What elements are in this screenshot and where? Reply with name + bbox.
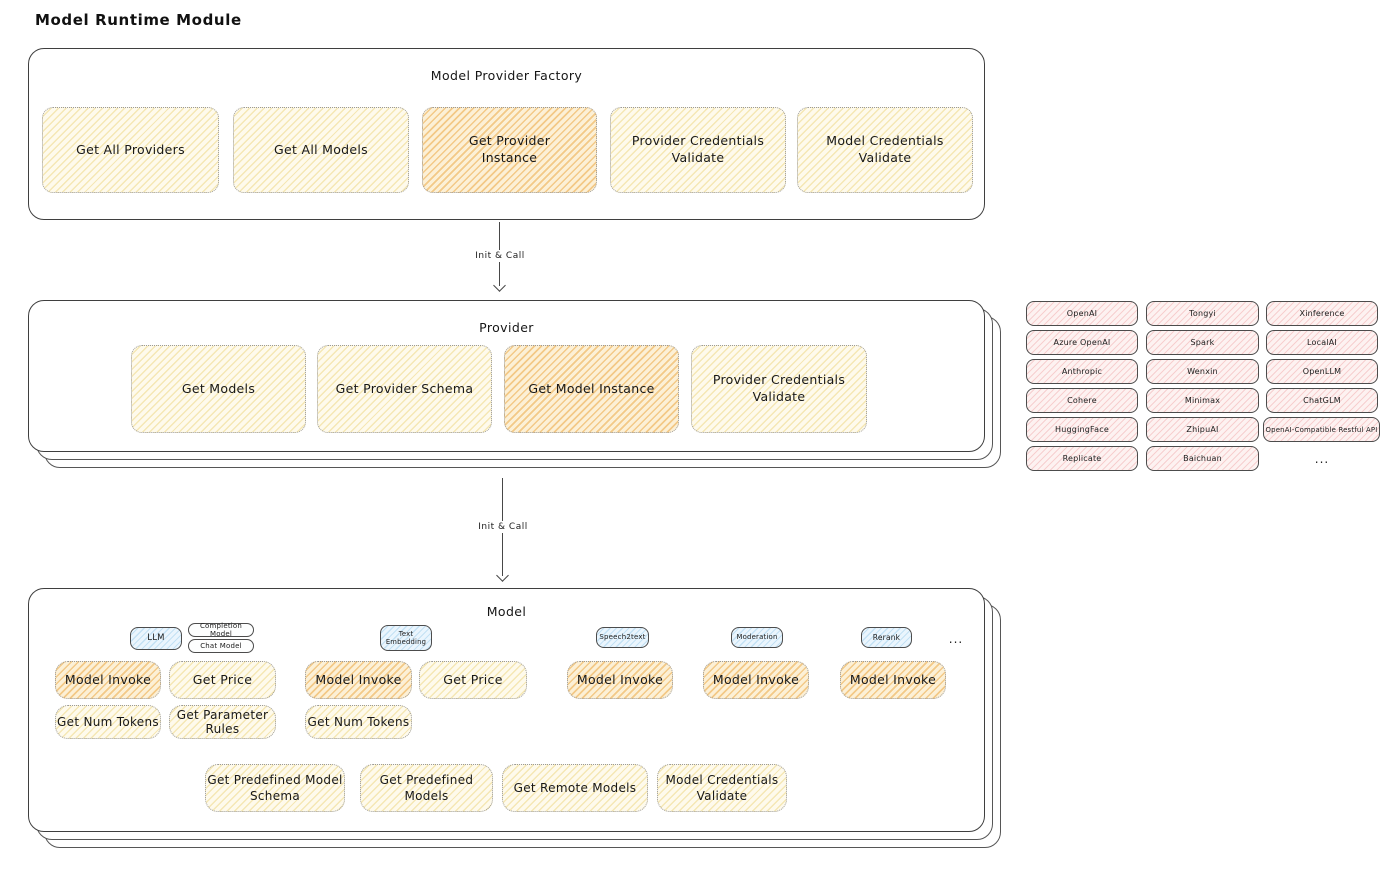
provider-item-zhipuai: ZhipuAI [1146,417,1259,442]
provider-box-provider-credentials-validate: Provider Credentials Validate [691,345,867,433]
provider-item-more: ... [1314,451,1330,466]
provider-box-get-model-instance: Get Model Instance [504,345,679,433]
arrow-label-init-call-1: Init & Call [470,250,530,262]
model-llm-get-price: Get Price [169,661,276,699]
provider-title: Provider [479,320,534,335]
arrow-label-init-call-2: Init & Call [473,521,533,533]
provider-item-replicate: Replicate [1026,446,1138,471]
model-moderation-invoke: Model Invoke [703,661,809,699]
provider-item-azure-openai: Azure OpenAI [1026,330,1138,355]
model-tag-rerank: Rerank [861,627,912,648]
provider-item-cohere: Cohere [1026,388,1138,413]
provider-item-huggingface: HuggingFace [1026,417,1138,442]
model-tag-speech2text: Speech2text [596,627,649,648]
model-text-embedding-get-num-tokens: Get Num Tokens [305,705,412,739]
model-title: Model [486,604,527,619]
model-llm-get-parameter-rules: Get Parameter Rules [169,705,276,739]
provider-item-minimax: Minimax [1146,388,1259,413]
arrow-head-2 [496,569,509,582]
model-text-embedding-invoke: Model Invoke [305,661,412,699]
arrow-head-1 [493,279,506,292]
model-box-get-remote-models: Get Remote Models [502,764,648,812]
provider-item-xinference: Xinference [1266,301,1378,326]
model-llm-get-num-tokens: Get Num Tokens [55,705,161,739]
model-tag-more: ... [948,631,964,646]
model-tag-chat-model: Chat Model [188,639,254,653]
model-tag-completion-model: Completion Model [188,622,254,638]
model-text-embedding-get-price: Get Price [419,661,527,699]
model-tag-moderation: Moderation [731,627,783,648]
model-tag-text-embedding: Text Embedding [380,625,432,651]
factory-box-get-provider-instance: Get Provider Instance [422,107,597,193]
model-speech2text-invoke: Model Invoke [567,661,673,699]
factory-box-get-all-models: Get All Models [233,107,409,193]
diagram-title: Model Runtime Module [35,11,242,29]
factory-box-get-all-providers: Get All Providers [42,107,219,193]
provider-box-get-provider-schema: Get Provider Schema [317,345,492,433]
model-llm-invoke: Model Invoke [55,661,161,699]
provider-item-openai: OpenAI [1026,301,1138,326]
provider-item-openllm: OpenLLM [1266,359,1378,384]
provider-item-wenxin: Wenxin [1146,359,1259,384]
provider-item-chatglm: ChatGLM [1266,388,1378,413]
model-box-model-credentials-validate: Model Credentials Validate [657,764,787,812]
provider-item-tongyi: Tongyi [1146,301,1259,326]
factory-box-provider-credentials-validate: Provider Credentials Validate [610,107,786,193]
model-box-get-predefined-models: Get Predefined Models [360,764,493,812]
provider-box-get-models: Get Models [131,345,306,433]
model-tag-llm: LLM [130,627,182,650]
model-box-get-predefined-model-schema: Get Predefined Model Schema [205,764,345,812]
provider-item-baichuan: Baichuan [1146,446,1259,471]
provider-item-localai: LocalAI [1266,330,1378,355]
factory-box-model-credentials-validate: Model Credentials Validate [797,107,973,193]
provider-item-anthropic: Anthropic [1026,359,1138,384]
provider-item-openai-compatible: OpenAI-Compatible Restful API [1263,417,1380,442]
model-rerank-invoke: Model Invoke [840,661,946,699]
factory-title: Model Provider Factory [430,68,583,83]
provider-item-spark: Spark [1146,330,1259,355]
